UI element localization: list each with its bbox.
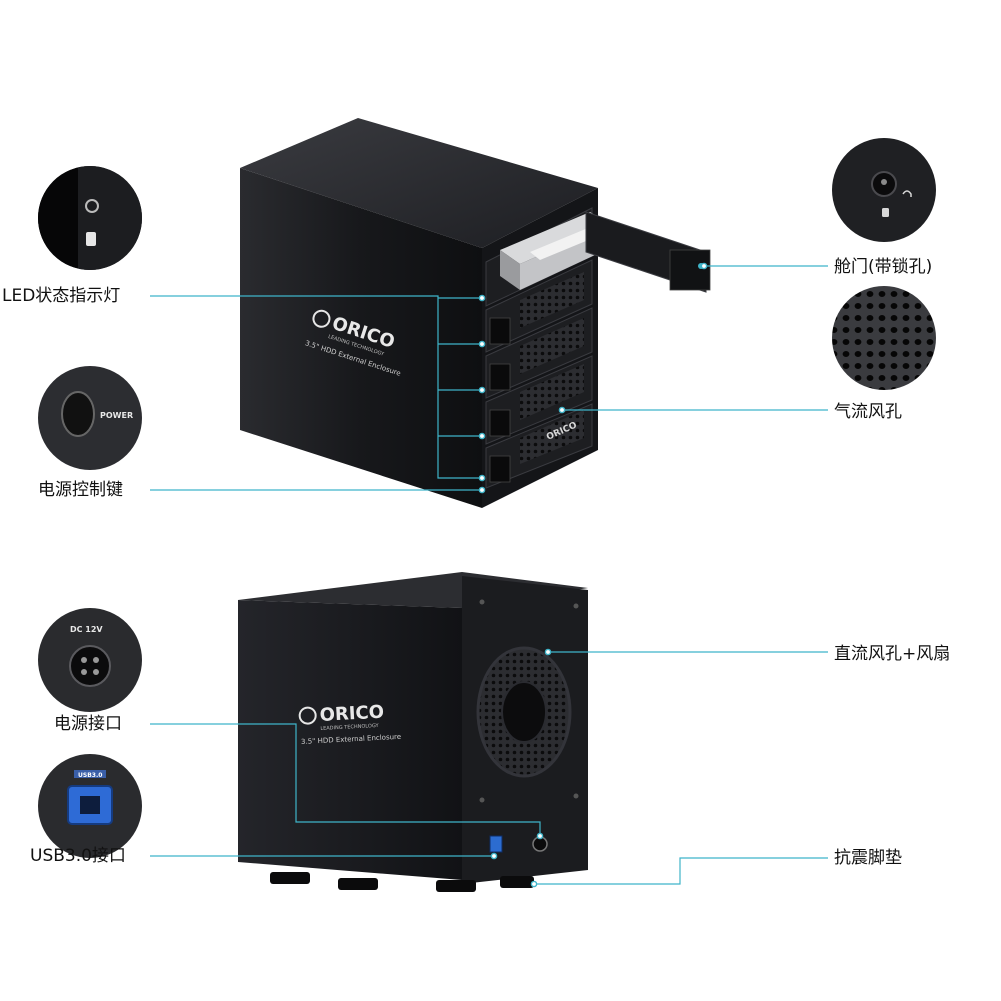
lock-small-icon — [882, 208, 889, 217]
lock-icon — [86, 232, 96, 246]
callout-dots — [478, 262, 708, 888]
open-tray — [585, 211, 711, 293]
front-enclosure: ORICO LEADING TECHNOLOGY 3.5" HDD Extern… — [240, 118, 711, 508]
power-button-icon — [61, 391, 95, 437]
rear-logo-text: ORICO — [319, 702, 384, 726]
thumb-vent — [832, 286, 936, 390]
thumb-lock — [832, 138, 936, 242]
thumb-dc-text: DC 12V — [70, 625, 103, 634]
rear-fan — [476, 646, 572, 778]
rear-logo: ORICO LEADING TECHNOLOGY 3.5" HDD Extern… — [298, 702, 401, 746]
label-power-port: 电源接口 — [54, 714, 122, 734]
callout-lines — [150, 265, 828, 885]
thumb-led — [38, 166, 142, 270]
rear-enclosure-side — [238, 600, 462, 880]
rear-enclosure: ORICO LEADING TECHNOLOGY 3.5" HDD Extern… — [238, 572, 588, 892]
label-led: LED状态指示灯 — [2, 286, 121, 306]
rear-usb-port — [489, 835, 503, 853]
label-dc-fan: 直流风孔+风扇 — [834, 644, 951, 664]
rear-logo-sub: LEADING TECHNOLOGY — [320, 723, 379, 732]
vent-mesh-icon — [832, 286, 936, 390]
front-enclosure-top — [240, 118, 598, 248]
label-vents: 气流风孔 — [834, 402, 902, 422]
thumb-power-text: POWER — [100, 411, 133, 420]
led-light-icon — [85, 199, 99, 213]
thumb-usb: USB3.0 — [38, 754, 142, 858]
label-power-key: 电源控制键 — [38, 480, 123, 500]
unlock-icon — [902, 190, 912, 197]
label-bay-door: 舱门(带锁孔) — [834, 257, 933, 277]
dc-port-icon — [69, 645, 111, 687]
thumb-power: POWER — [38, 366, 142, 470]
rear-feet — [270, 872, 534, 892]
label-usb-port: USB3.0接口 — [30, 846, 126, 866]
thumb-usb-text: USB3.0 — [78, 772, 102, 779]
thumb-dc: DC 12V — [38, 608, 142, 712]
label-feet: 抗震脚垫 — [834, 848, 902, 868]
front-enclosure-side — [240, 168, 482, 508]
